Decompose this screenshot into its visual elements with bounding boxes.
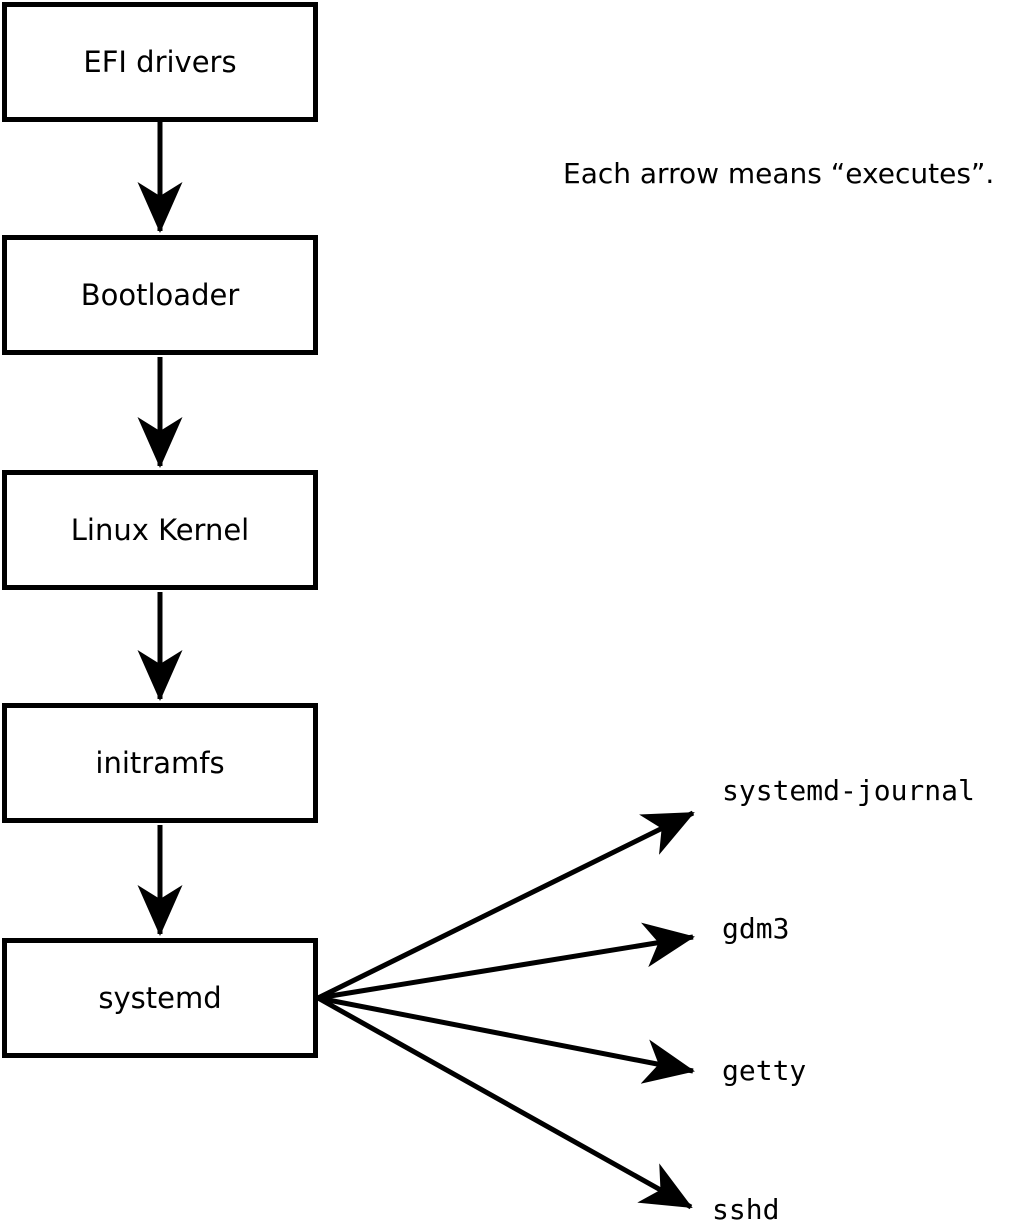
node-systemd[interactable]: systemd xyxy=(2,938,318,1058)
node-label-linux-kernel: Linux Kernel xyxy=(70,512,250,547)
fanout-arrow-group xyxy=(316,810,695,1210)
node-label-efi-drivers: EFI drivers xyxy=(83,44,237,79)
arrow-systemd-to-systemd-journal xyxy=(316,810,695,1001)
node-label-systemd: systemd xyxy=(98,980,222,1015)
arrow-systemd-to-getty xyxy=(317,995,695,1084)
service-label-systemd-journal: systemd-journal xyxy=(722,774,975,807)
diagram-caption: Each arrow means “executes”. xyxy=(563,157,995,190)
node-label-bootloader: Bootloader xyxy=(80,277,240,312)
service-label-gdm3: gdm3 xyxy=(722,912,790,945)
arrow-systemd-to-sshd xyxy=(316,995,693,1210)
node-initramfs[interactable]: initramfs xyxy=(2,703,318,823)
node-efi-drivers[interactable]: EFI drivers xyxy=(2,2,318,122)
service-label-sshd: sshd xyxy=(712,1193,780,1226)
node-label-initramfs: initramfs xyxy=(95,745,225,780)
service-label-getty: getty xyxy=(722,1054,807,1087)
node-bootloader[interactable]: Bootloader xyxy=(2,235,318,355)
arrow-systemd-to-gdm3 xyxy=(317,922,695,1001)
node-linux-kernel[interactable]: Linux Kernel xyxy=(2,470,318,590)
